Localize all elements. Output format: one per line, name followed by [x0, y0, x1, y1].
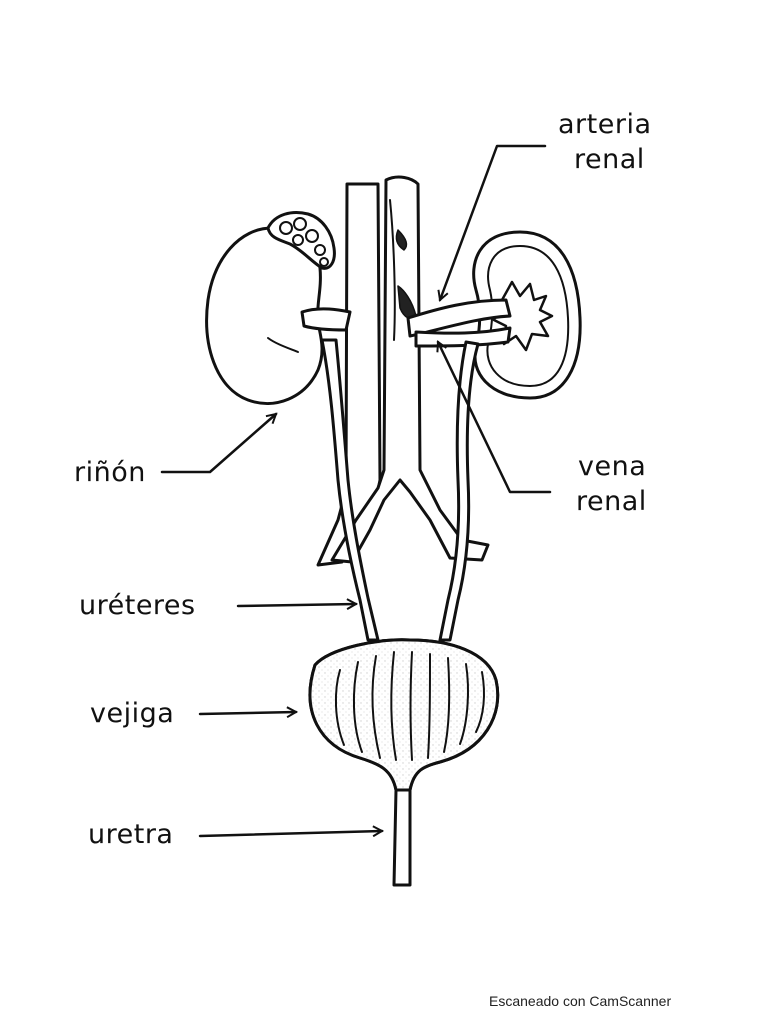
label-uretra: uretra — [88, 819, 174, 850]
adrenal-texture — [279, 217, 329, 267]
label-arteria-renal: renal — [574, 144, 645, 175]
uretra-pointer — [198, 831, 382, 838]
label-vena: vena — [578, 451, 647, 482]
vejiga-pointer — [198, 712, 296, 714]
right-renal-vessels — [406, 298, 512, 338]
aorta — [330, 175, 490, 564]
ureteres-pointer — [236, 604, 356, 606]
camscanner-watermark: Escaneado con CamScanner — [489, 993, 672, 1009]
right-kidney-inner — [486, 245, 570, 387]
urethra — [392, 788, 412, 887]
label-vena-renal: renal — [576, 486, 647, 517]
left-renal-vessel — [300, 307, 352, 332]
vena-renal-pointer — [438, 342, 552, 494]
label-arteria: arteria — [558, 109, 652, 140]
label-ureteres: uréteres — [79, 590, 196, 621]
bladder-folds — [334, 651, 485, 761]
label-vejiga: vejiga — [90, 698, 175, 729]
label-rinon: riñón — [74, 457, 146, 488]
rinon-pointer — [160, 414, 276, 474]
left-ureter — [320, 338, 380, 642]
right-ureter — [438, 340, 480, 642]
arteria-renal-pointer — [440, 144, 547, 300]
